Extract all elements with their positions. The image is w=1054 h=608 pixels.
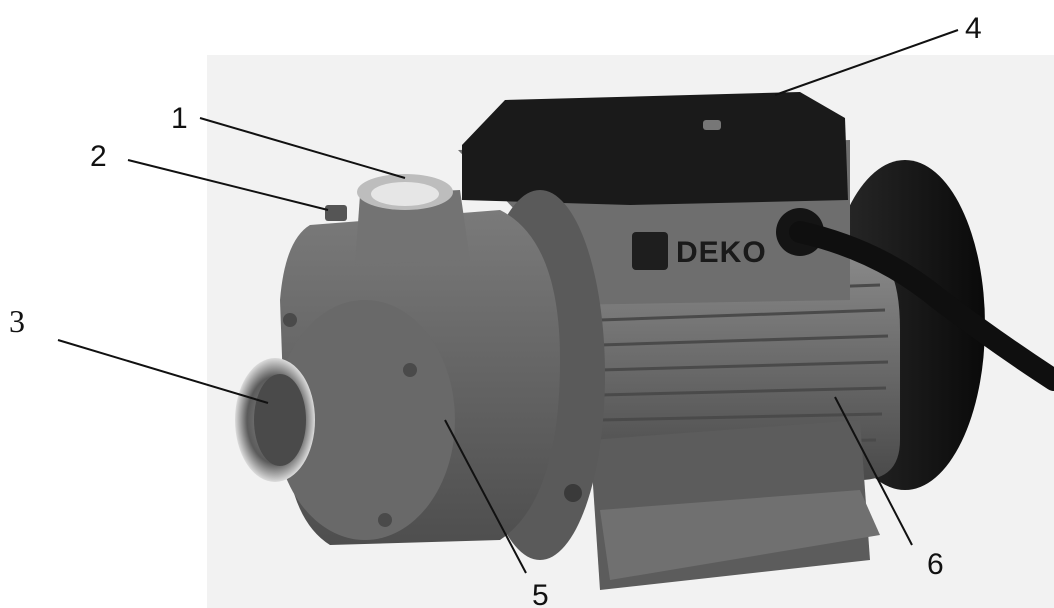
callout-6: 6 (927, 548, 944, 581)
motor: DEKO (458, 92, 1054, 590)
priming-plug (325, 205, 347, 221)
callout-2: 2 (90, 140, 107, 173)
leader-lines (57, 29, 959, 574)
leader-line-4 (774, 29, 959, 96)
cover-screw (703, 120, 721, 130)
drain-bolt (564, 484, 582, 502)
leader-line-6 (834, 396, 913, 546)
motor-foot (600, 490, 880, 580)
outlet-neck (355, 190, 470, 265)
cover-bolt (403, 363, 417, 377)
pump-head (235, 174, 605, 560)
brand-logo: DEKO (632, 232, 767, 270)
cover-bolt (283, 313, 297, 327)
leader-line-3 (57, 339, 269, 404)
outlet-port-inner (371, 182, 439, 206)
callout-5: 5 (532, 579, 549, 608)
callout-labels: 1 2 3 4 5 6 (9, 12, 982, 608)
brand-name: DEKO (676, 236, 767, 269)
inlet-port-inner (254, 374, 306, 466)
leader-line-5 (444, 419, 527, 574)
callout-3: 3 (9, 303, 25, 339)
cover-bolt (378, 513, 392, 527)
leader-line-1 (199, 117, 406, 179)
callout-1: 1 (171, 102, 188, 135)
leader-line-2 (127, 159, 329, 211)
power-cable (789, 221, 1054, 391)
terminal-box-cover (462, 92, 848, 205)
brand-emblem-icon (632, 232, 668, 270)
impeller-cover (275, 300, 455, 540)
callout-4: 4 (965, 12, 982, 45)
